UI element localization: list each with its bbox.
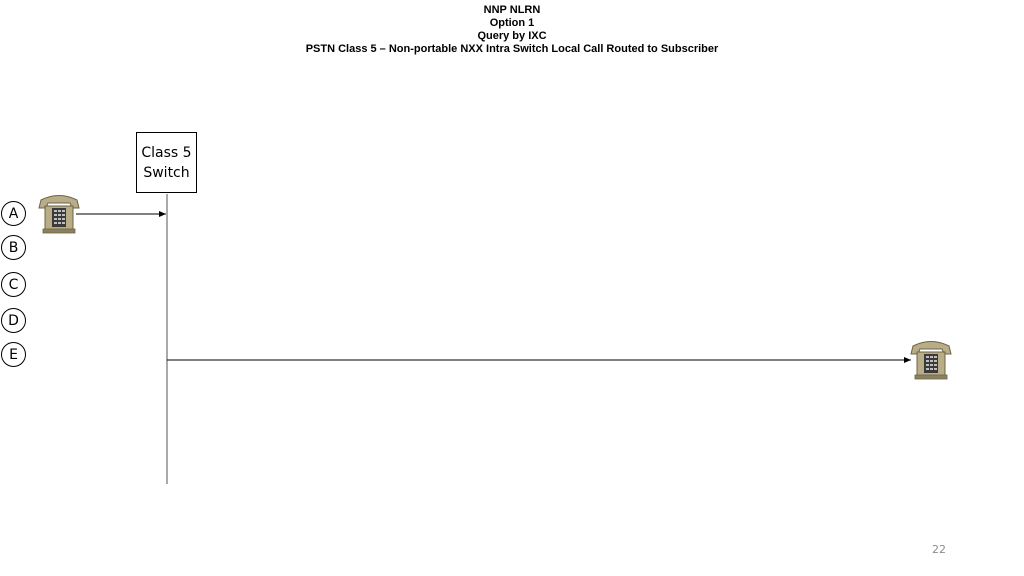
- title-line-3: Query by IXC: [477, 30, 547, 42]
- step-label-d: D: [1, 308, 26, 333]
- title-line-2: Option 1: [489, 17, 535, 29]
- step-label-b: B: [1, 235, 26, 260]
- step-label-c: C: [1, 272, 26, 297]
- step-label-e: E: [1, 342, 26, 367]
- class-5-switch-box: Class 5 Switch: [136, 132, 197, 193]
- switch-label-line-1: Class 5: [141, 144, 192, 161]
- page-number: 22: [932, 543, 946, 556]
- calling-telephone-icon: [38, 195, 80, 234]
- switch-label-line-2: Switch: [143, 164, 190, 181]
- step-label-a: A: [1, 201, 26, 226]
- slide-title: NNP NLRN Option 1 Query by IXC PSTN Clas…: [0, 4, 1024, 56]
- called-telephone-icon: [910, 341, 952, 380]
- title-line-1: NNP NLRN: [483, 4, 541, 16]
- title-line-4: PSTN Class 5 – Non-portable NXX Intra Sw…: [305, 43, 719, 55]
